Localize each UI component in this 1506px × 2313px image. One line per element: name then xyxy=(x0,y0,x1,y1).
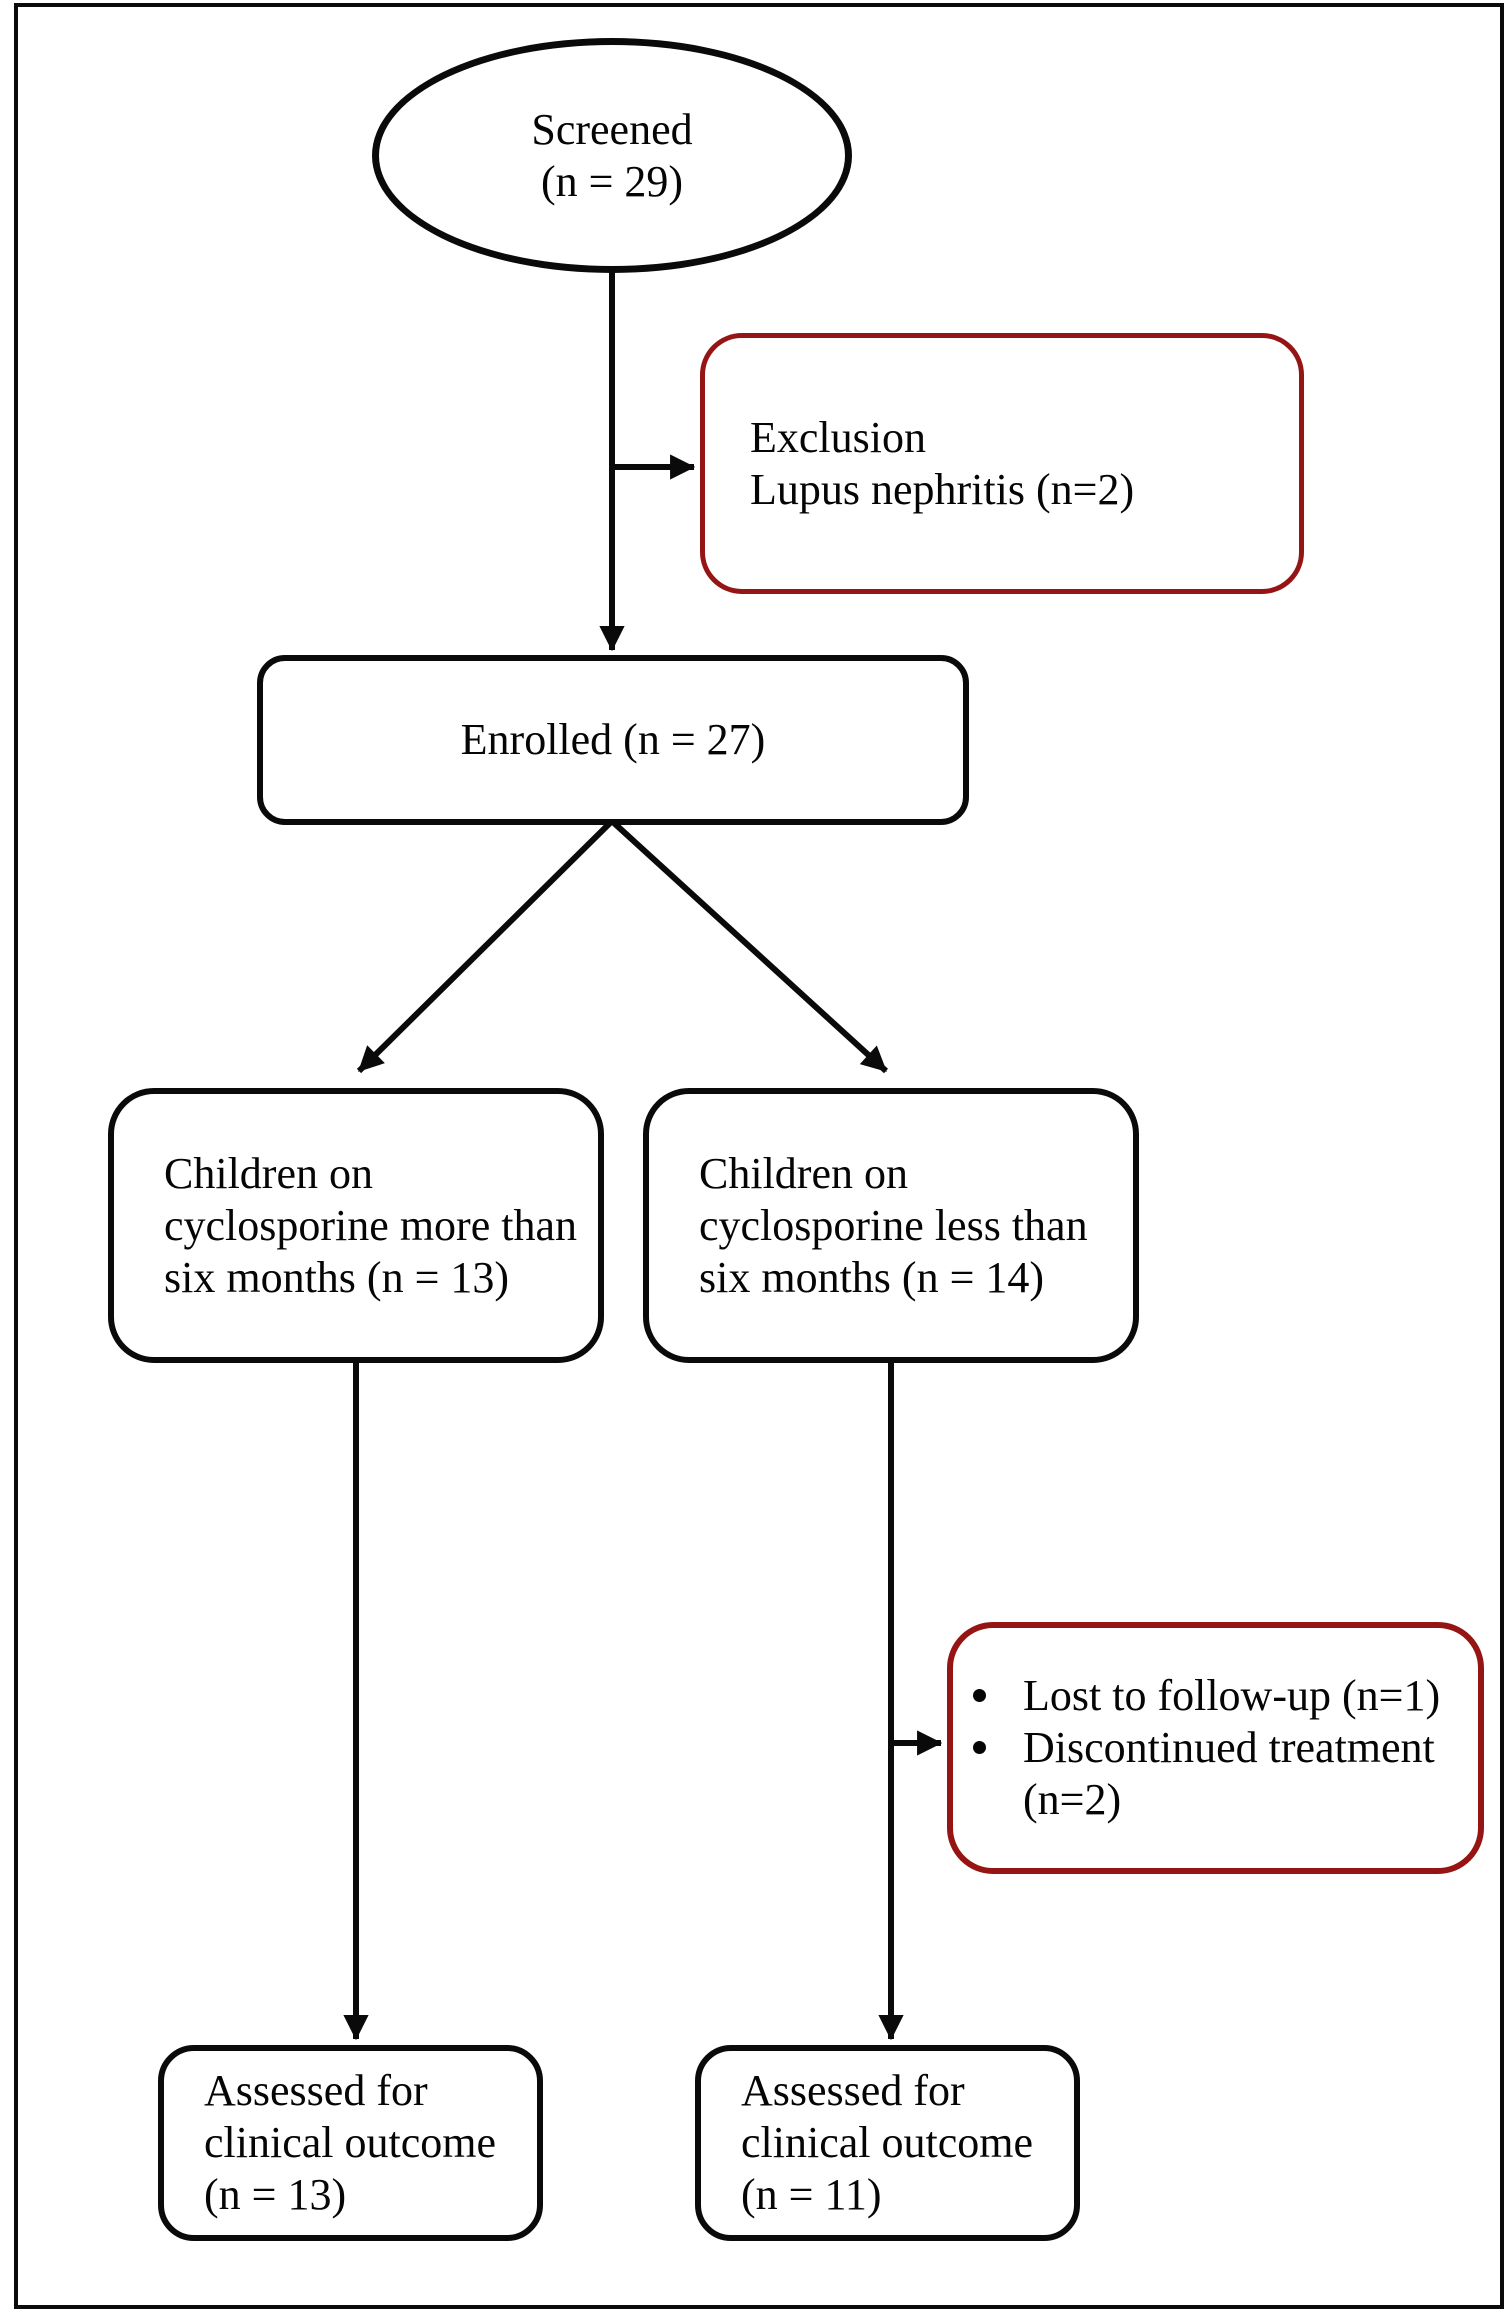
node-exclusion: Exclusion Lupus nephritis (n=2) xyxy=(700,333,1304,594)
assessed-right-line-3: (n = 11) xyxy=(741,2170,882,2219)
enrolled-label: Enrolled (n = 27) xyxy=(460,715,766,764)
node-cyclosporine-more-than: Children on cyclosporine more than six m… xyxy=(108,1088,604,1363)
node-assessed-less-than: Assessed for clinical outcome (n = 11) xyxy=(695,2045,1080,2241)
arrow-enrolled-to-more-than xyxy=(356,820,613,1074)
node-enrolled: Enrolled (n = 27) xyxy=(257,655,969,825)
node-dropout: Lost to follow-up (n=1) Discontinued tre… xyxy=(947,1622,1484,1874)
dropout-list: Lost to follow-up (n=1) Discontinued tre… xyxy=(953,1670,1478,1826)
figure-border-frame xyxy=(14,3,1504,2309)
assessed-right-line-2: clinical outcome xyxy=(741,2118,1033,2167)
less-than-line-3: six months (n = 14) xyxy=(699,1252,1045,1302)
less-than-line-2: cyclosporine less than xyxy=(699,1200,1088,1250)
exclusion-line-1: Exclusion xyxy=(750,412,926,462)
assessed-left-line-1: Assessed for xyxy=(204,2066,428,2115)
more-than-line-2: cyclosporine more than xyxy=(164,1200,577,1250)
more-than-line-1: Children on xyxy=(164,1148,373,1198)
exclusion-line-2: Lupus nephritis (n=2) xyxy=(750,464,1135,514)
screened-line-2: (n = 29) xyxy=(540,156,684,206)
node-cyclosporine-less-than: Children on cyclosporine less than six m… xyxy=(643,1088,1139,1363)
more-than-line-3: six months (n = 13) xyxy=(164,1252,510,1302)
less-than-line-1: Children on xyxy=(699,1148,908,1198)
node-screened: Screened (n = 29) xyxy=(372,38,852,273)
assessed-left-line-2: clinical outcome xyxy=(204,2118,496,2167)
screened-line-1: Screened xyxy=(531,104,693,154)
dropout-item-lost-to-followup: Lost to follow-up (n=1) xyxy=(953,1670,1458,1722)
assessed-right-line-1: Assessed for xyxy=(741,2066,965,2115)
arrow-enrolled-to-less-than xyxy=(611,820,889,1074)
assessed-left-line-3: (n = 13) xyxy=(204,2170,347,2219)
node-assessed-more-than: Assessed for clinical outcome (n = 13) xyxy=(158,2045,543,2241)
dropout-item-discontinued: Discontinued treatment (n=2) xyxy=(953,1722,1458,1826)
